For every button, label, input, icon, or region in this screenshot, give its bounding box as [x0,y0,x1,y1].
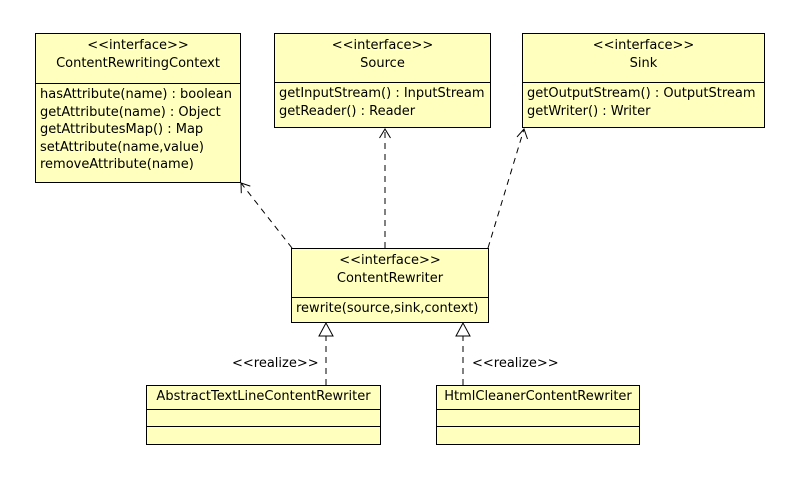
operation: setAttribute(name,value) [40,139,204,155]
operation: hasAttribute(name) : boolean [40,87,233,102]
class-box-abstract-text-line-content-rewriter[interactable]: AbstractTextLineContentRewriter [146,385,381,445]
class-name: ContentRewriter [336,271,444,286]
operations-compartment: getOutputStream() : OutputStream getWrit… [523,83,764,120]
operations-compartment [437,427,639,444]
operation: removeAttribute(name) [40,157,194,172]
operation: getInputStream() : InputStream [279,86,485,101]
operations-compartment [147,427,380,444]
class-name: Source [360,56,405,71]
class-name: HtmlCleanerContentRewriter [437,386,639,410]
operation: rewrite(source,sink,context) [296,301,479,316]
realization-triangle-html [455,321,471,337]
dependency-line-sink [487,128,525,249]
class-box-sink[interactable]: <<interface>> Sink getOutputStream() : O… [522,33,765,128]
operation: getAttribute(name) : Object [40,104,221,120]
realize-label-left: <<realize>> [232,356,319,371]
operations-compartment: hasAttribute(name) : boolean getAttribut… [36,84,240,174]
dependency-arrowhead-sink [516,128,528,140]
operations-compartment: rewrite(source,sink,context) [292,298,488,318]
class-header: <<interface>> ContentRewritingContext [36,34,240,84]
attributes-compartment [147,410,380,427]
class-name: AbstractTextLineContentRewriter [147,386,380,410]
attributes-compartment [437,410,639,427]
operation: getReader() : Reader [279,103,416,119]
realization-triangle-abstract [318,321,334,337]
operation: getWriter() : Writer [527,103,651,119]
operations-compartment: getInputStream() : InputStream getReader… [275,83,490,120]
realize-label-right: <<realize>> [472,356,559,371]
stereotype-label: <<interface>> [592,38,695,53]
stereotype-label: <<interface>> [331,38,434,53]
operation: getOutputStream() : OutputStream [527,86,756,101]
class-header: <<interface>> Sink [523,34,764,83]
class-header: <<interface>> ContentRewriter [292,249,488,298]
class-box-source[interactable]: <<interface>> Source getInputStream() : … [274,33,491,128]
dependency-line-context [240,182,293,249]
dependency-arrowhead-context [240,182,251,194]
dependency-arrowhead-source [379,128,391,139]
stereotype-label: <<interface>> [87,38,189,53]
stereotype-label: <<interface>> [339,253,441,268]
class-name: ContentRewritingContext [56,56,220,71]
class-box-html-cleaner-content-rewriter[interactable]: HtmlCleanerContentRewriter [436,385,640,445]
class-name: Sink [629,56,658,71]
class-box-content-rewriter[interactable]: <<interface>> ContentRewriter rewrite(so… [291,248,489,323]
operation: getAttributesMap() : Map [40,122,204,137]
class-box-content-rewriting-context[interactable]: <<interface>> ContentRewritingContext ha… [35,33,241,183]
class-header: <<interface>> Source [275,34,490,83]
